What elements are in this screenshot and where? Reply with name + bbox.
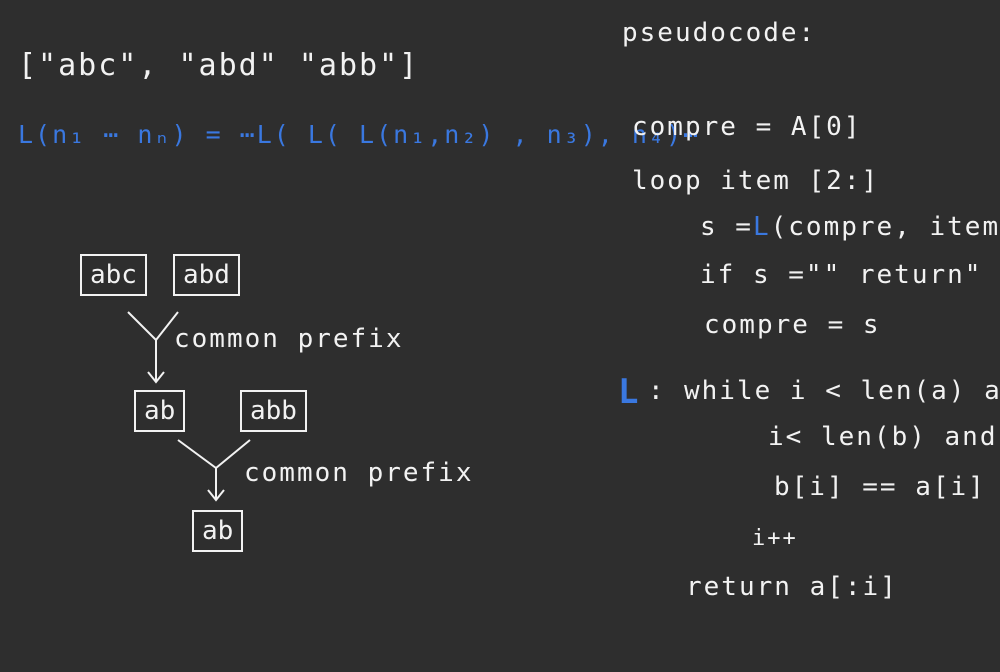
fn-line-2: i< len(b) and [768,422,998,452]
common-prefix-label-2: common prefix [244,458,474,488]
code-text: s = [700,212,753,242]
common-prefix-label-1: common prefix [174,324,404,354]
fn-line-3: b[i] == a[i] [774,472,986,502]
fn-line-4: i++ [752,526,798,551]
code-line-2: loop item [2:] [632,166,880,196]
array-literal: ["abc", "abd" "abb"] [18,48,420,83]
box-abc: abc [80,254,147,296]
code-line-4: if s ="" return" " [700,260,1000,290]
function-l: L [752,212,771,242]
code-line-3: s =L(compre, item) [700,212,1000,242]
recurrence-formula: L(n₁ ⋯ nₙ) = ⋯L( L( L(n₁,n₂) , n₃), n₄)⋯ [18,120,701,149]
box-abb: abb [240,390,307,432]
code-line-1: compre = A[0] [632,112,862,142]
code-line-5: compre = s [704,310,881,340]
box-ab: ab [134,390,186,432]
box-result-ab: ab [192,510,244,552]
merge-arrow-icon [127,311,179,384]
merge-arrow-icon [177,439,251,502]
pseudocode-title: pseudocode: [622,18,817,48]
function-l-label: L [618,372,641,412]
function-colon: : [648,376,666,406]
fn-line-1: while i < len(a) and [684,376,1000,406]
fn-line-5: return a[:i] [686,572,898,602]
code-text: (compre, item) [770,212,1000,242]
box-abd: abd [173,254,240,296]
